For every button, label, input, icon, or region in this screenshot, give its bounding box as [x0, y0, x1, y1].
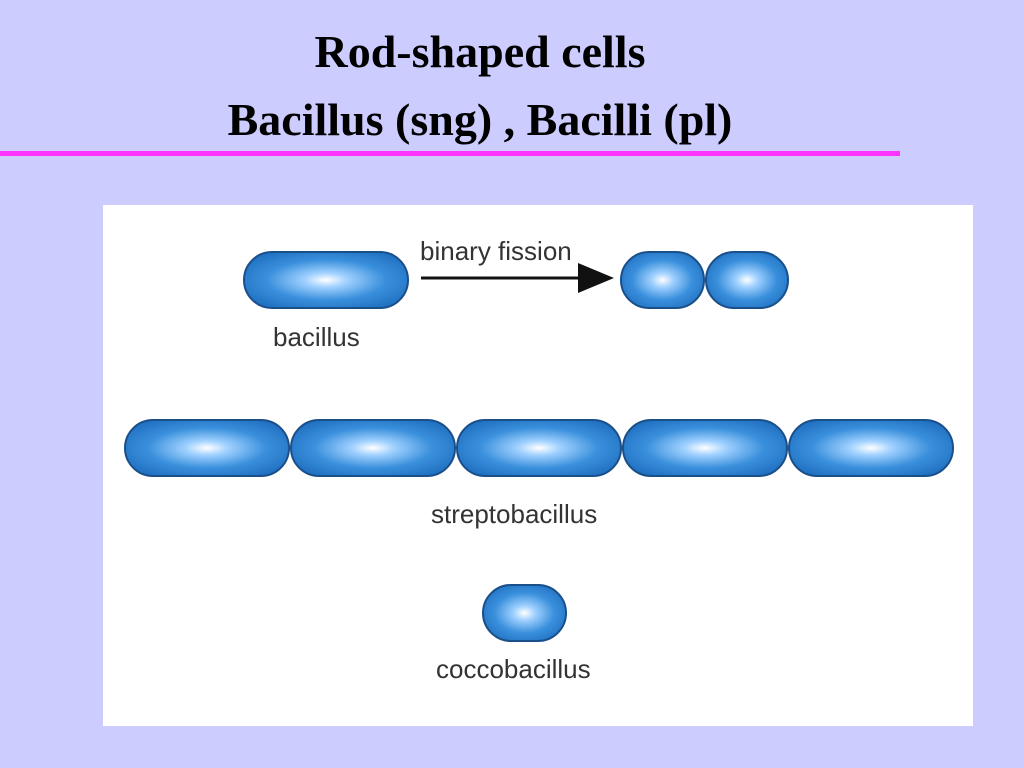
title-underline — [0, 151, 900, 156]
title-line-2: Bacillus (sng) , Bacilli (pl) — [227, 94, 733, 145]
bacilli-diagram: binary fission bacillus streptobacillus … — [124, 236, 954, 684]
daughter-cell-2 — [705, 251, 789, 309]
coccobacillus-cell — [482, 584, 567, 642]
bacilli-diagram-panel: binary fission bacillus streptobacillus … — [103, 205, 973, 726]
chain-cell-4 — [622, 419, 788, 477]
chain-cell-2 — [290, 419, 456, 477]
chain-cell-3 — [456, 419, 622, 477]
title-line-1: Rod-shaped cells — [314, 26, 646, 77]
bacillus-cell — [243, 251, 409, 309]
coccobacillus-label: coccobacillus — [436, 654, 591, 684]
bacillus-label: bacillus — [273, 322, 360, 352]
streptobacillus-chain — [124, 419, 954, 477]
chain-cell-5 — [788, 419, 954, 477]
chain-cell-1 — [124, 419, 290, 477]
streptobacillus-label: streptobacillus — [431, 499, 597, 529]
binary-fission-label: binary fission — [420, 236, 572, 266]
slide-title: Rod-shaped cells Bacillus (sng) , Bacill… — [0, 18, 960, 154]
daughter-cell-1 — [620, 251, 705, 309]
